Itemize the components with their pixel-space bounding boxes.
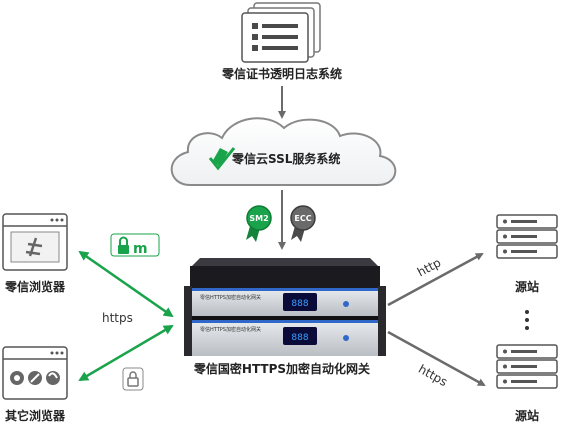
origin-server-bottom-icon <box>496 344 558 389</box>
origin-server-top-label: 源站 <box>515 279 539 294</box>
arrow-browser-gateway-top <box>78 250 174 318</box>
gateway-device: 零信HTTPS加密自动化网关 888 零信HTTPS加密自动化网关 888 <box>184 258 386 356</box>
gateway-panel-text-2: 零信HTTPS加密自动化网关 <box>200 326 261 333</box>
other-browser-label: 其它浏览器 <box>5 408 66 423</box>
zerotrust-logo-icon <box>208 147 236 171</box>
svg-text:m: m <box>133 241 148 257</box>
gateway-display-2: 888 <box>291 333 308 343</box>
cloud-label: 零信云SSL服务系统 <box>231 151 340 166</box>
document-stack-icon <box>241 2 321 63</box>
gateway-panel-text-1: 零信HTTPS加密自动化网关 <box>200 294 261 301</box>
zerotrust-browser-label: 零信浏览器 <box>4 279 66 294</box>
arrow-gateway-server-bottom <box>387 330 486 387</box>
arrow-gateway-server-top <box>387 252 484 307</box>
zerotrust-browser-icon <box>2 213 68 271</box>
sm2-badge-icon: SM2 <box>246 205 272 242</box>
origin-server-bottom-label: 源站 <box>515 408 539 423</box>
arrow-browser-gateway-bottom <box>78 324 174 382</box>
other-browser-icon <box>2 346 68 400</box>
left-protocol-label: https <box>102 311 133 325</box>
cloud-shape <box>170 117 397 187</box>
gateway-label: 零信国密HTTPS加密自动化网关 <box>193 361 370 376</box>
ellipsis-dots <box>525 310 529 330</box>
ecc-badge-text: ECC <box>294 214 311 223</box>
sm2-badge-text: SM2 <box>249 214 268 223</box>
gray-lock-icon <box>122 367 144 391</box>
ecc-badge-icon: ECC <box>290 205 316 242</box>
right-top-protocol-label: http <box>415 256 443 280</box>
green-lock-badge-icon: m <box>110 233 160 257</box>
origin-server-top-icon <box>496 214 558 259</box>
right-bottom-protocol-label: https <box>416 362 450 389</box>
top-system-label: 零信证书透明日志系统 <box>221 66 342 81</box>
gateway-display-1: 888 <box>291 299 308 309</box>
